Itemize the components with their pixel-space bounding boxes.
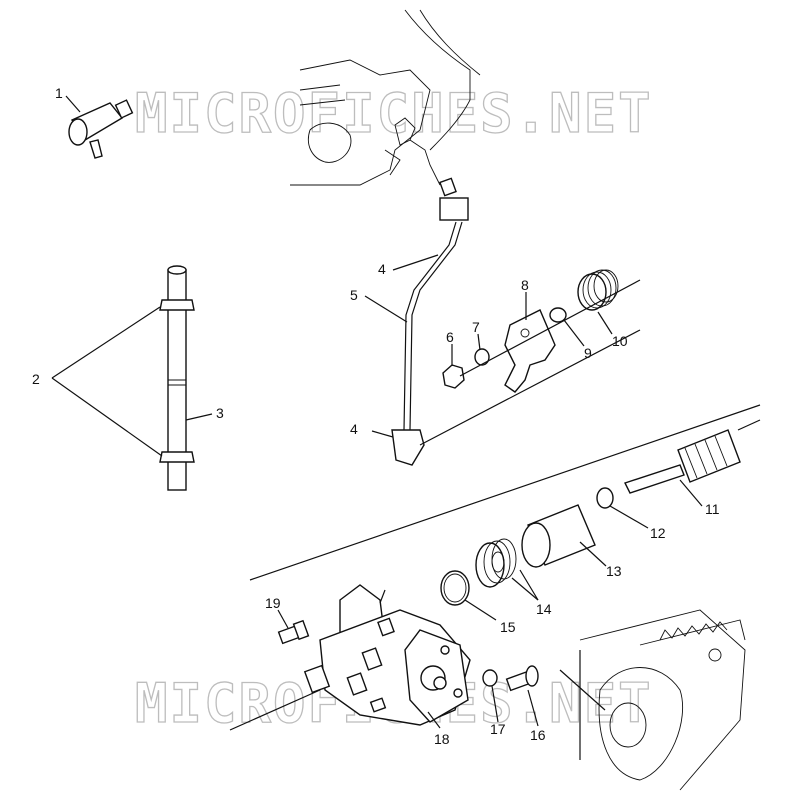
callout-9: 9 <box>584 345 592 361</box>
callout-4-upper: 4 <box>378 261 386 277</box>
part-19-bolt <box>277 619 310 645</box>
part-16-screw <box>505 665 539 692</box>
callout-4-lower: 4 <box>350 421 358 437</box>
shaft-components <box>440 487 614 606</box>
line-fitting-lower <box>391 429 425 466</box>
fasteners <box>277 619 539 692</box>
bracket-group <box>419 269 641 446</box>
callout-3: 3 <box>216 405 224 421</box>
part-2-clamp-upper <box>159 299 195 311</box>
part-3-tube <box>159 265 195 491</box>
callout-8: 8 <box>521 277 529 293</box>
oil-line <box>409 221 463 431</box>
engine-crankcase-bottom <box>559 609 746 791</box>
engine-housing-top <box>290 9 481 186</box>
callout-7: 7 <box>472 319 480 335</box>
watermark-top: MICROFICHES.NET <box>135 82 653 145</box>
callout-12: 12 <box>650 525 666 541</box>
part-17-washer <box>482 669 498 687</box>
part-14-seals <box>475 538 517 588</box>
oil-line-assembly <box>391 139 469 466</box>
callout-18: 18 <box>434 731 450 747</box>
part-1-fitting <box>68 99 134 159</box>
callout-5: 5 <box>350 287 358 303</box>
line-clamp-upper <box>439 197 469 221</box>
callout-17: 17 <box>490 721 506 737</box>
part-13-sleeve <box>521 504 596 568</box>
part-18-oil-pump <box>229 584 471 731</box>
part-6-nut <box>442 364 465 389</box>
part-7-washer <box>474 348 490 366</box>
part-11-drive-shaft <box>249 404 761 581</box>
callout-10: 10 <box>612 333 628 349</box>
callout-1: 1 <box>55 85 63 101</box>
callout-labels: 1 2 3 4 5 4 6 7 8 9 10 11 12 13 14 15 16… <box>32 85 720 747</box>
callout-15: 15 <box>500 619 516 635</box>
part-12-washer <box>596 487 614 509</box>
leader-lines <box>51 95 703 729</box>
callout-2: 2 <box>32 371 40 387</box>
part-2-clamp-lower <box>159 451 195 463</box>
callout-16: 16 <box>530 727 546 743</box>
callout-19: 19 <box>265 595 281 611</box>
part-9-washer <box>549 307 567 323</box>
callout-14: 14 <box>536 601 552 617</box>
part-8-bracket <box>504 309 556 393</box>
part-10-spring <box>577 269 619 311</box>
part-15-oring <box>440 570 470 606</box>
callout-6: 6 <box>446 329 454 345</box>
callout-13: 13 <box>606 563 622 579</box>
callout-11: 11 <box>705 501 720 517</box>
